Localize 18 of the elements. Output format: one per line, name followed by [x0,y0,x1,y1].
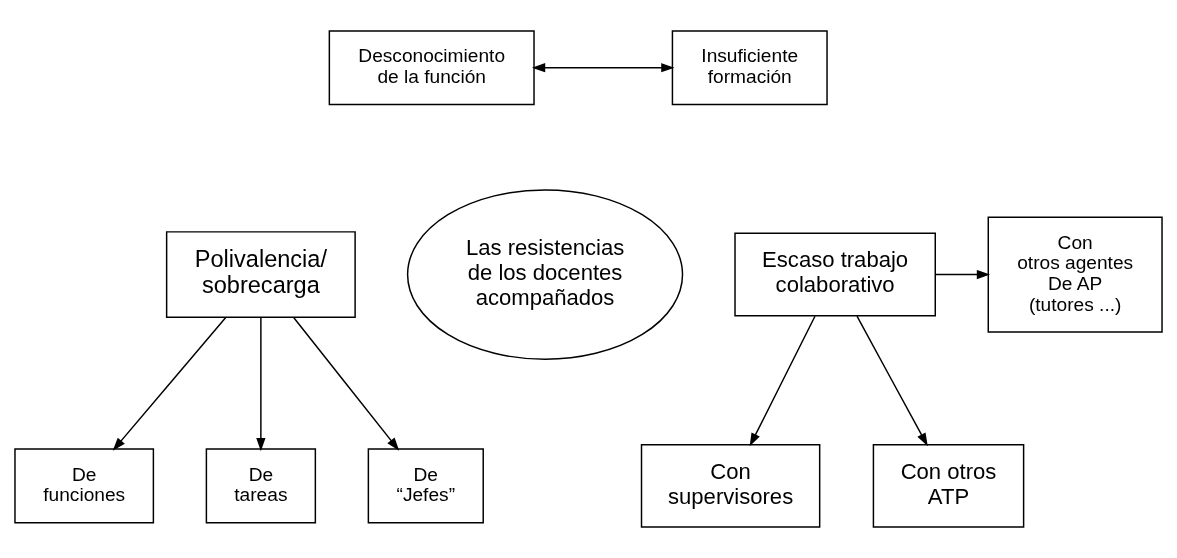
arrow [856,315,928,447]
arrow [293,316,400,451]
node-box: De tareas [205,448,317,524]
node-box: Desconocimiento de la función [328,30,535,106]
node-box: Insuficiente formación [671,30,828,106]
node-box: Escaso trabajo colaborativo [734,232,936,317]
arrow [531,63,675,73]
node-box: Con otros ATP [872,443,1025,528]
arrow [749,315,816,447]
node-box: Polivalencia/ sobrecarga [165,231,356,318]
node-box: Con otros agentes De AP (tutores ...) [987,216,1163,333]
node-ellipse: Las resistencias de los docentes acompañados [406,189,684,360]
node-box: De “Jefes” [367,448,484,524]
arrow [934,269,991,280]
arrow [256,316,266,452]
node-box: De funciones [14,448,155,524]
node-box: Con supervisores [640,443,821,528]
arrow [112,316,227,451]
